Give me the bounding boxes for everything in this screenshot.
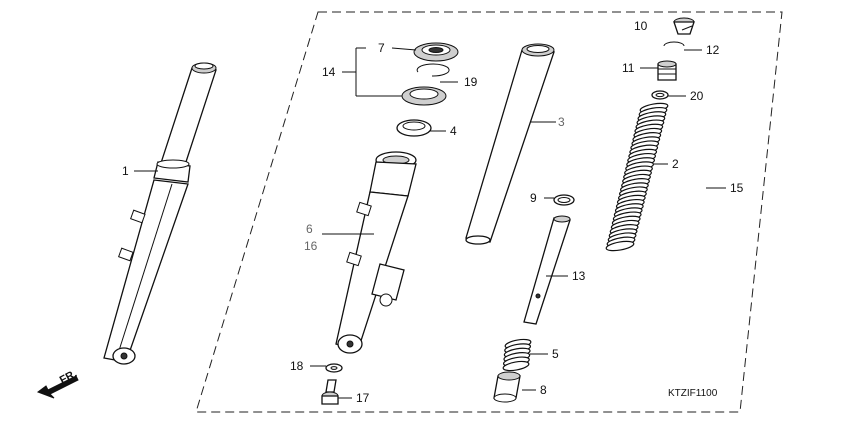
spring-collar — [657, 60, 677, 81]
callout-6: 6 — [306, 222, 313, 236]
assembly-boundary — [195, 11, 783, 413]
leader-lines — [134, 25, 726, 399]
oil-seal — [401, 86, 447, 106]
callout-11: 11 — [622, 61, 635, 75]
inner-tube — [465, 43, 555, 245]
diagram-code: KTZIF1100 — [668, 388, 718, 399]
arrow-icon — [36, 375, 79, 399]
rebound-spring — [502, 338, 532, 372]
callout-5: 5 — [552, 347, 559, 361]
callout-4: 4 — [450, 124, 457, 138]
callout-18: 18 — [290, 359, 304, 373]
sealing-washer — [325, 363, 343, 373]
callout-13: 13 — [572, 269, 586, 283]
callout-14: 14 — [322, 65, 336, 79]
callout-12: 12 — [706, 43, 720, 57]
callout-9: 9 — [530, 191, 537, 205]
fork-piston — [523, 215, 571, 325]
callout-10: 10 — [634, 19, 648, 33]
back-up-ring — [396, 119, 432, 137]
spring-washer — [651, 90, 669, 100]
socket-bolt — [321, 379, 339, 405]
stop-ring — [416, 63, 450, 77]
fork-spring — [605, 102, 669, 252]
callout-8: 8 — [540, 383, 547, 397]
front-direction-arrow: FR. — [36, 368, 79, 399]
callout-20: 20 — [690, 89, 704, 103]
callout-2: 2 — [672, 157, 679, 171]
oil-lock-piece — [493, 371, 521, 403]
fork-bolt — [673, 17, 695, 35]
callout-7: 7 — [378, 41, 385, 55]
callout-19: 19 — [464, 75, 478, 89]
dust-seal — [413, 42, 459, 62]
outer-slider — [335, 151, 417, 354]
piston-ring — [553, 194, 575, 206]
callout-1: 1 — [122, 164, 129, 178]
callout-16: 16 — [304, 239, 318, 253]
callout-17: 17 — [356, 391, 370, 405]
front-direction-label: FR. — [58, 368, 79, 387]
callouts: 1 7 14 19 4 6 16 3 10 12 11 20 2 15 9 13… — [122, 19, 744, 405]
fork-assembly-left — [103, 62, 217, 365]
callout-3: 3 — [558, 115, 565, 129]
callout-15: 15 — [730, 181, 744, 195]
circlip — [663, 41, 685, 47]
